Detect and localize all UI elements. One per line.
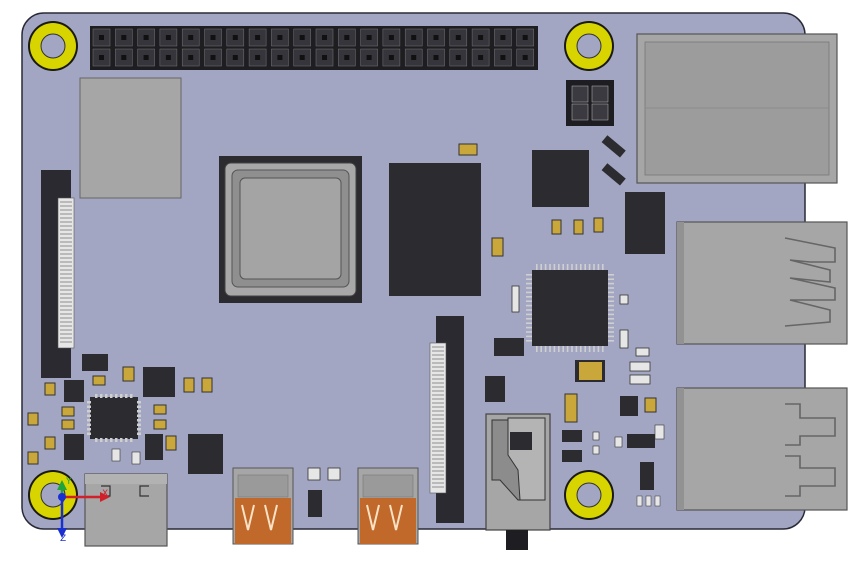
passive-component (491, 237, 504, 257)
triad-y-label: Y (65, 477, 72, 487)
passive-component (44, 382, 56, 396)
passive-component (592, 445, 600, 455)
passive-component (122, 366, 135, 382)
display-ribbon-connector[interactable] (41, 170, 75, 378)
passive-component (307, 467, 321, 481)
passive-component (614, 436, 623, 448)
passive-component (327, 467, 341, 481)
passive-component (644, 397, 657, 413)
wifi-module-shield[interactable] (79, 77, 182, 199)
passive-component (153, 419, 167, 430)
passive-component (654, 424, 665, 440)
pmic-chip[interactable] (87, 394, 141, 442)
gpio-header[interactable] (90, 26, 538, 70)
passive-component (188, 434, 223, 474)
passive-component (61, 419, 75, 430)
mounting-hole-bottom-right (564, 470, 614, 520)
passive-component (511, 285, 520, 313)
passive-component (620, 396, 638, 416)
axis-triad: X Y Z (57, 477, 110, 544)
usb-c-port[interactable] (84, 473, 168, 547)
ethernet-port[interactable] (636, 33, 838, 184)
triad-x-label: X (102, 489, 108, 499)
usb-a-port-bottom[interactable] (676, 387, 848, 511)
passive-component (44, 436, 56, 450)
passive-component (201, 377, 213, 393)
passive-component (562, 450, 582, 462)
passive-component (92, 375, 106, 386)
micro-hdmi-port-0[interactable] (232, 467, 294, 545)
passive-component (635, 347, 650, 357)
passive-component (654, 495, 661, 507)
usb-a-port-top[interactable] (676, 221, 848, 345)
ram-chip[interactable] (389, 163, 481, 296)
passive-component (82, 354, 108, 371)
passive-component (308, 490, 322, 517)
passive-component (27, 451, 39, 465)
passive-component (619, 294, 629, 305)
passive-component (640, 462, 654, 490)
passive-component (629, 374, 651, 385)
passive-component (143, 367, 175, 397)
passive-component (131, 451, 141, 465)
passive-component (64, 434, 84, 460)
passive-component (61, 406, 75, 417)
passive-component (601, 163, 626, 186)
qfp-microcontroller[interactable] (526, 264, 614, 352)
passive-component (645, 495, 652, 507)
passive-component (27, 412, 39, 426)
camera-ribbon-connector[interactable] (429, 316, 464, 523)
passive-component (564, 393, 578, 423)
sot-chip (494, 338, 524, 356)
sot-chip (485, 376, 505, 402)
passive-component (636, 495, 643, 507)
passive-component (153, 404, 167, 415)
passive-component (64, 380, 84, 402)
passive-component (145, 434, 163, 460)
passive-component (551, 219, 562, 235)
triad-z-label: Z (60, 534, 66, 544)
passive-component (619, 329, 629, 349)
passive-component (458, 143, 478, 156)
passive-component (111, 448, 121, 462)
passive-component (627, 434, 655, 448)
passive-component (165, 435, 177, 451)
usb-hub-chip[interactable] (625, 192, 665, 254)
fan-header[interactable] (566, 80, 614, 126)
passive-component (629, 361, 651, 372)
passive-component (562, 430, 582, 442)
tantalum-capacitor-body (579, 362, 602, 380)
passive-component (183, 377, 195, 393)
passive-component (573, 219, 584, 235)
soc-chip[interactable] (219, 156, 362, 303)
mounting-hole-top-right (564, 21, 614, 71)
mounting-hole-top-left (28, 21, 78, 71)
passive-component (592, 431, 600, 441)
passive-component (593, 217, 604, 233)
micro-hdmi-port-1[interactable] (357, 467, 419, 545)
passive-component (601, 135, 626, 158)
ethernet-phy-chip[interactable] (532, 150, 589, 207)
audio-jack[interactable] (485, 413, 551, 550)
